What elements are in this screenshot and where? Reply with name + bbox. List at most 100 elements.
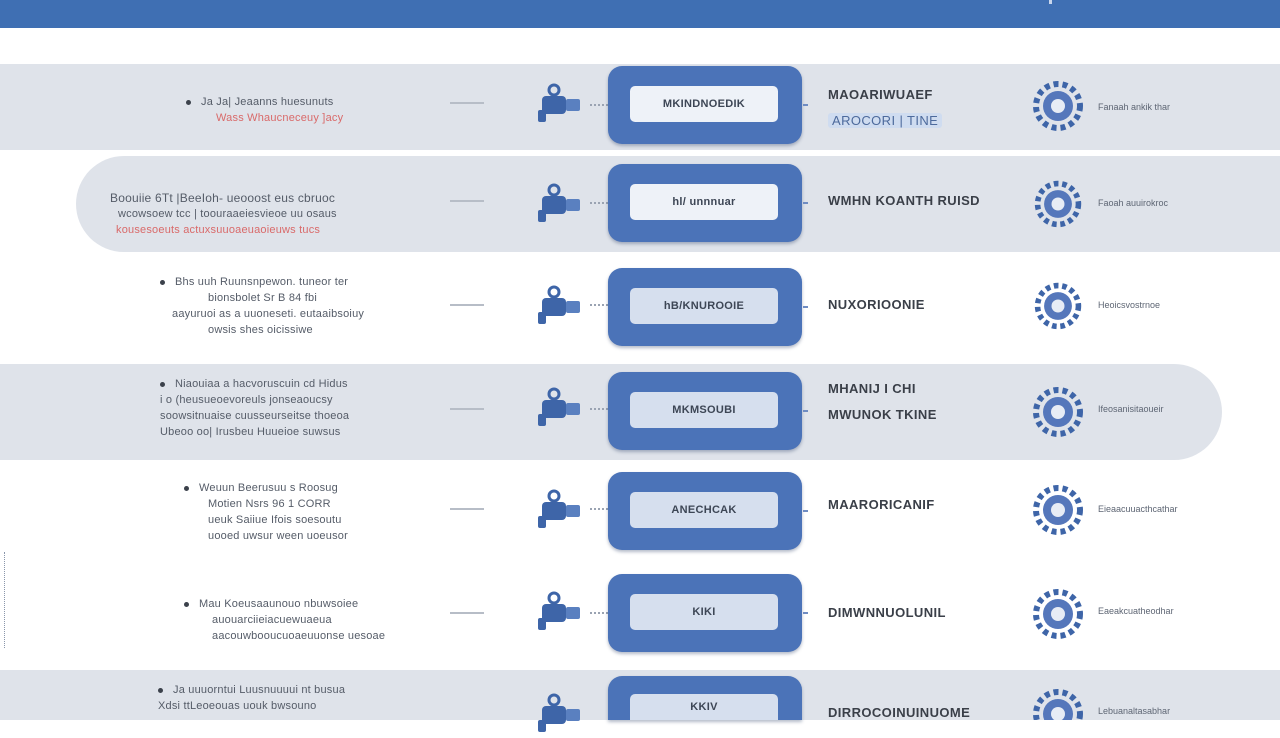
bullet-icon [160,279,165,285]
side-scroll-indicator[interactable] [4,552,14,648]
bullet-icon [160,381,165,387]
row-caption: Ifeosanisitaoueir [1098,404,1164,414]
connector-line [450,200,484,202]
plug-icon [538,591,580,630]
gear-icon [1033,589,1083,639]
list-row[interactable]: Mau Koeusaaunouo nbuwsoiee auouarciieiac… [0,570,1280,666]
module-screen: KIKI [630,594,778,630]
module-screen: ANECHCAK [630,492,778,528]
module-card[interactable]: hB/KNUROOIE [608,268,808,346]
label-line: WMHN KOANTH RUISD [828,193,980,208]
row-label: DIMWNNUOLUNIL [828,600,1028,626]
module-card[interactable]: KIKI [608,574,808,652]
list-row[interactable]: Ja Ja| Jeaanns huesunuts Wass Whaucneceu… [0,64,1280,150]
description-line: owsis shes oicissiwe [208,324,313,336]
description-line: bionsbolet Sr B 84 fbi [208,292,317,304]
description-line: Ja uuuorntui Luusnuuuui nt busua [158,682,418,698]
bullet-icon [184,485,189,491]
header-bar [0,0,1280,28]
connector-dots [590,508,608,512]
description-line: Ubeoo oo| Irusbeu Huueioe suwsus [160,426,341,438]
description-line: Bhs uuh Ruunsnpewon. tuneor ter [160,274,410,290]
label-line: NUXORIOONIE [828,297,925,312]
row-label: NUXORIOONIE [828,292,1028,318]
list-row[interactable]: Boouiie 6Tt |BeeIoh- ueooost eus cbruoc … [0,156,1280,252]
row-description: Ja uuuorntui Luusnuuuui nt busua Xdsi tt… [158,682,418,714]
connector-dots [590,408,608,412]
module-tick [803,612,808,614]
label-line: DIRROCOINUINUOME [828,705,971,720]
row-label: MAOARIWUAEF AROCORI | TINE [828,82,1028,134]
list-row[interactable]: Bhs uuh Ruunsnpewon. tuneor ter bionsbol… [0,258,1280,358]
description-line: i o (heusueoevoreuls jonseaoucsy [160,394,333,406]
module-tick [803,104,808,106]
row-caption: Lebuanaltasabhar [1098,706,1171,716]
module-card[interactable]: MKMSOUBI [608,372,808,450]
plug-icon [538,83,580,122]
plug-icon [538,387,580,426]
module-card[interactable]: hl/ unnnuar [608,164,808,242]
row-caption: Faoah auuirokroc [1098,198,1169,208]
connector-dots [590,612,608,616]
label-line: MHANIJ I CHI [828,381,916,396]
module-screen: KKIV [630,694,778,720]
description-line: wcowsoew tcc | toouraaeiesvieoe uu osaus [118,208,337,220]
connector-dots [590,202,608,206]
connector-dots [590,304,608,308]
description-line: Weuun Beerusuu s Roosug [184,480,414,496]
label-line: AROCORI | TINE [828,108,1028,134]
plug-icon [538,183,580,222]
label-line: MAARORICANIF [828,497,935,512]
description-line: Mau Koeusaaunouo nbuwsoiee [184,596,414,612]
module-screen: MKMSOUBI [630,392,778,428]
row-description: Ja Ja| Jeaanns huesunuts Wass Whaucneceu… [186,94,436,126]
bullet-icon [186,99,191,105]
list-row[interactable]: Ja uuuorntui Luusnuuuui nt busua Xdsi tt… [0,670,1280,732]
label-line: DIMWNNUOLUNIL [828,605,946,620]
plug-icon [538,489,580,528]
header-mark [1049,0,1052,4]
list-row[interactable]: Niaouiaa a hacvoruscuin cd Hidus i o (he… [0,364,1280,460]
gear-icon [1034,180,1082,228]
connector-line [450,304,484,306]
description-line: kousesoeuts actuxsuuoaeuaoieuws tucs [116,224,321,236]
row-caption: Fanaah ankik thar [1098,102,1171,112]
description-line: uooed uwsur ween uoeusor [208,530,348,542]
bullet-icon [184,601,189,607]
module-screen: hl/ unnnuar [630,184,778,220]
module-screen: hB/KNUROOIE [630,288,778,324]
row-description: Niaouiaa a hacvoruscuin cd Hidus i o (he… [160,376,420,440]
gear-icon [1033,485,1083,535]
description-line: aayuruoi as a uuoneseti. eutaaibsoiuy [172,308,365,320]
gear-icon [1033,689,1083,720]
module-tick [803,202,808,204]
description-line: soowsitnuaise cuusseurseitse thoeoa [160,410,350,422]
module-card[interactable]: KKIV [608,676,802,720]
connector-line [450,508,484,510]
plug-icon [538,285,580,324]
gear-icon [1033,81,1083,131]
module-tick [803,510,808,512]
row-label: DIRROCOINUINUOME [828,700,1028,726]
row-description: Mau Koeusaaunouo nbuwsoiee auouarciieiac… [184,596,414,644]
description-line: Boouiie 6Tt |BeeIoh- ueooost eus cbruoc [110,191,336,205]
description-line: Motien Nsrs 96 1 CORR [208,498,331,510]
gear-icon [1033,387,1083,437]
description-line: aacouwbooucuoaeuuonse uesoae [212,630,386,642]
row-label: MAARORICANIF [828,492,1028,518]
row-caption: Eaeakcuatheodhar [1098,606,1174,616]
row-description: Boouiie 6Tt |BeeIoh- ueooost eus cbruoc … [110,190,410,238]
connector-line [450,408,484,410]
module-card[interactable]: ANECHCAK [608,472,808,550]
module-tick [803,306,808,308]
row-caption: Heoicsvostrnoe [1098,300,1161,310]
module-card[interactable]: MKINDNOEDIK [608,66,808,144]
label-line: MWUNOK TKINE [828,407,937,422]
list-row[interactable]: Weuun Beerusuu s Roosug Motien Nsrs 96 1… [0,466,1280,566]
description-line: Xdsi ttLeoeouas uouk bwsouno [158,700,317,712]
plug-icon [538,693,580,732]
gear-icon [1034,282,1082,330]
row-caption: Eieaacuuacthcathar [1098,504,1178,514]
row-description: Bhs uuh Ruunsnpewon. tuneor ter bionsbol… [160,274,410,338]
row-label: WMHN KOANTH RUISD [828,188,1028,214]
